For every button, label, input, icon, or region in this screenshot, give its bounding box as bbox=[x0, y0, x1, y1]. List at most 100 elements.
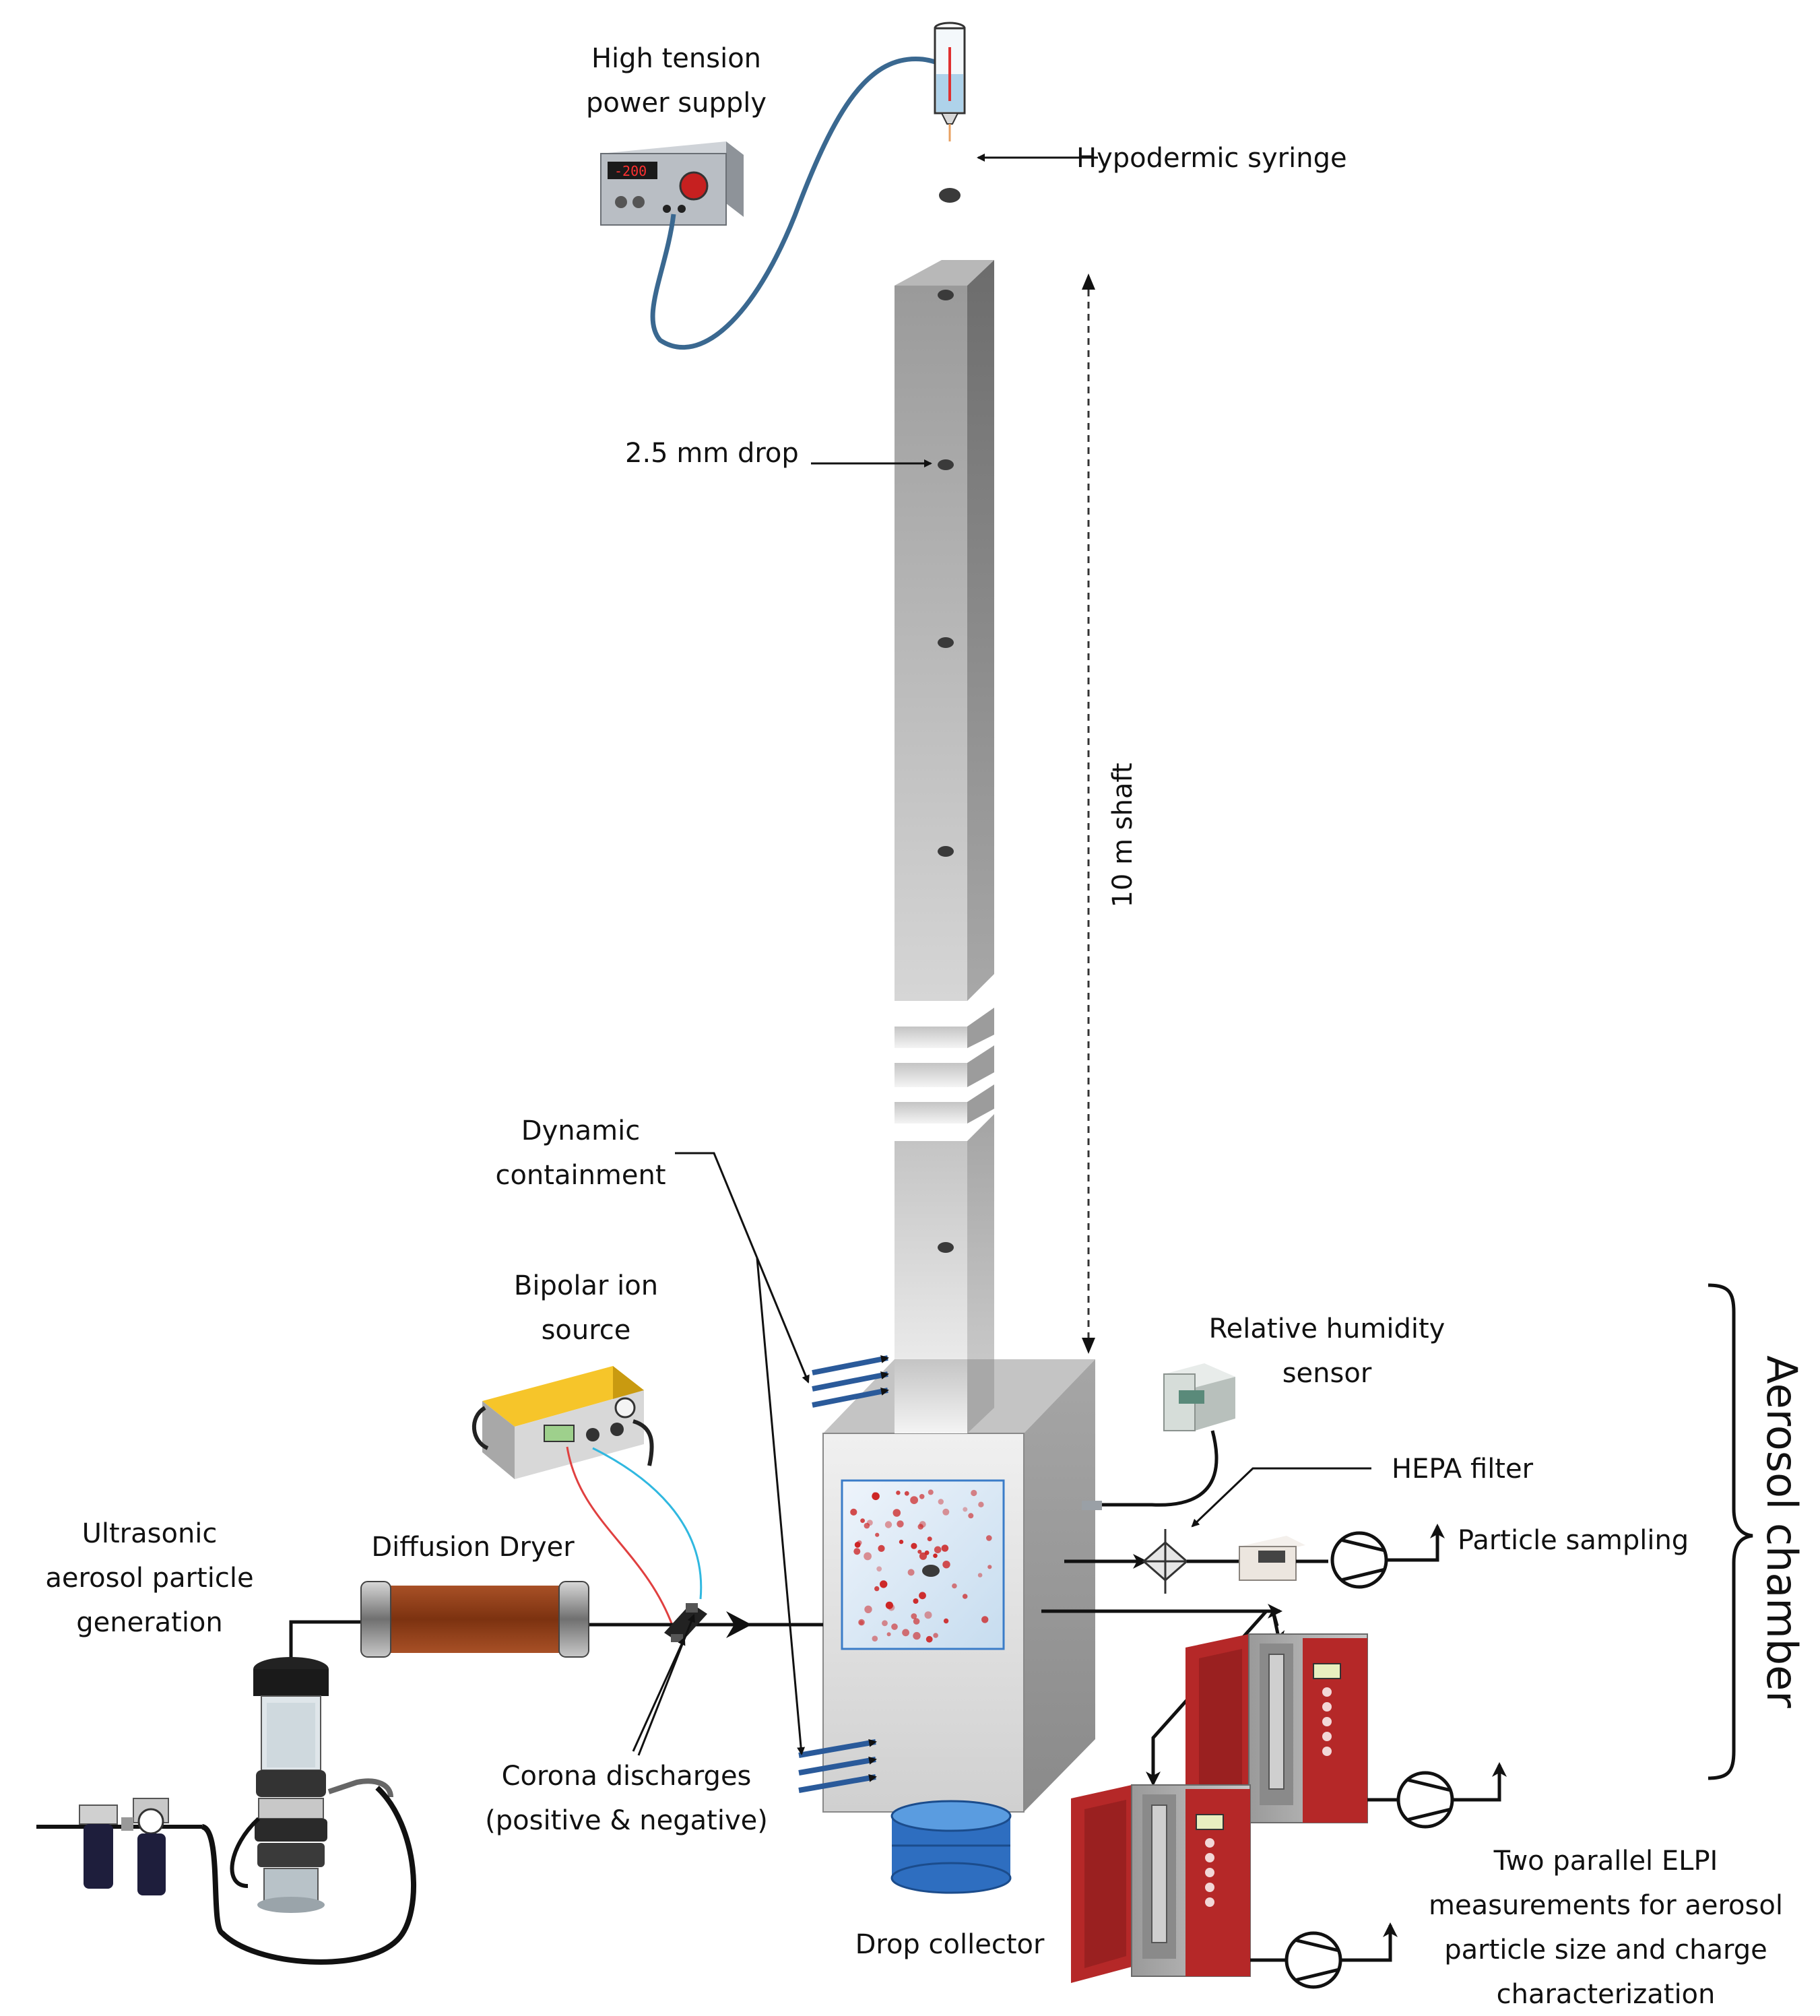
aerosol-particle bbox=[910, 1496, 918, 1505]
containment-label-line-2: containment bbox=[495, 1160, 665, 1191]
corona-pointer-2 bbox=[637, 1614, 695, 1756]
aerosol-particle bbox=[928, 1489, 934, 1495]
humidity-label-line-1: Relative humidity bbox=[1209, 1313, 1445, 1344]
aerosol-particle bbox=[854, 1542, 861, 1548]
aerosol-particle bbox=[864, 1552, 872, 1561]
aerosol-particle bbox=[872, 1635, 878, 1641]
aerosol-particle bbox=[911, 1542, 917, 1549]
humidity-probe bbox=[1082, 1501, 1102, 1510]
aerosol-particle bbox=[872, 1492, 880, 1501]
aerosol-particle bbox=[899, 1539, 904, 1544]
sampling-pump-icon bbox=[1330, 1531, 1388, 1589]
aerosol-particle bbox=[968, 1513, 974, 1519]
aerosol-chamber-brace bbox=[1708, 1283, 1753, 1780]
aerosol-particle bbox=[952, 1583, 957, 1589]
aerosol-particle bbox=[867, 1520, 873, 1526]
aerosol-particle bbox=[917, 1549, 922, 1554]
corona-label: Corona discharges (positive & negative) bbox=[485, 1761, 768, 1836]
ultrasonic-label-line-1: Ultrasonic bbox=[82, 1518, 218, 1549]
syringe-label: Hypodermic syringe bbox=[1076, 143, 1347, 174]
sampling-exhaust bbox=[1386, 1524, 1445, 1562]
elpi-label-line-1: Two parallel ELPI bbox=[1493, 1846, 1718, 1877]
aerosol-particle bbox=[872, 1492, 877, 1497]
aerosol-particle bbox=[911, 1613, 917, 1619]
corona-label-line-1: Corona discharges bbox=[502, 1761, 752, 1792]
aerosol-particle bbox=[913, 1631, 921, 1640]
humidity-sensor-cable bbox=[1094, 1430, 1218, 1507]
ion-source-label-line-2: source bbox=[542, 1315, 631, 1346]
aerosol-particle bbox=[897, 1520, 904, 1528]
elpi-upper-exhaust bbox=[1452, 1762, 1507, 1802]
aerosol-particle bbox=[942, 1561, 950, 1569]
hepa-pointer bbox=[1191, 1467, 1371, 1528]
aerosol-particle bbox=[913, 1618, 920, 1625]
diffusion-dryer bbox=[360, 1581, 589, 1658]
power-supply-label-line-1: High tension bbox=[591, 43, 761, 74]
aerosol-particle bbox=[860, 1518, 865, 1524]
aerosol-particle bbox=[886, 1632, 891, 1637]
containment-label: Dynamic containment bbox=[495, 1115, 665, 1191]
containment-inlet-arrows-bottom bbox=[798, 1738, 877, 1793]
elpi-label-line-3: particle size and charge bbox=[1444, 1934, 1767, 1965]
elpi-label-line-2: measurements for aerosol bbox=[1429, 1890, 1783, 1921]
aerosol-particle bbox=[882, 1620, 888, 1627]
aerosol-particle bbox=[864, 1605, 872, 1613]
bipolar-ion-source-device bbox=[472, 1366, 654, 1479]
ion-source-label-line-1: Bipolar ion bbox=[514, 1270, 658, 1301]
shaft-break-segments bbox=[895, 1008, 994, 1124]
aerosol-particle bbox=[977, 1573, 983, 1578]
aerosol-particle bbox=[925, 1635, 933, 1643]
corona-pointer-1 bbox=[632, 1637, 686, 1752]
aerosol-particle bbox=[934, 1546, 942, 1554]
chamber-window bbox=[841, 1479, 1005, 1650]
humidity-label: Relative humidity sensor bbox=[1209, 1313, 1445, 1389]
hepa-filter-symbol bbox=[1142, 1529, 1189, 1594]
filter-regulator bbox=[79, 1798, 169, 1895]
aerosol-particle bbox=[933, 1633, 938, 1638]
aerosol-particle bbox=[981, 1616, 989, 1623]
aerosol-particle bbox=[878, 1544, 885, 1552]
drop-shaft-upper bbox=[895, 260, 994, 1001]
aerosol-particle bbox=[962, 1594, 968, 1599]
aerosol-particle bbox=[880, 1580, 888, 1588]
ion-source-label: Bipolar ion source bbox=[514, 1270, 658, 1346]
aerosol-particle bbox=[874, 1586, 880, 1592]
aerosol-particle bbox=[919, 1552, 928, 1560]
aerosol-particles bbox=[850, 1489, 992, 1643]
aerosol-particle bbox=[876, 1566, 882, 1572]
collector-label: Drop collector bbox=[855, 1929, 1045, 1960]
drop-marker bbox=[938, 459, 954, 470]
shaft-label: 10 m shaft bbox=[1107, 762, 1138, 907]
aerosol-particle bbox=[864, 1522, 870, 1529]
aerosol-particle bbox=[943, 1618, 949, 1624]
aerosol-particle bbox=[933, 1553, 938, 1558]
ultrasonic-label-line-3: generation bbox=[76, 1607, 223, 1638]
dryer-label: Diffusion Dryer bbox=[371, 1532, 575, 1563]
elpi-label: Two parallel ELPI measurements for aeros… bbox=[1429, 1846, 1783, 2010]
aerosol-particle bbox=[917, 1524, 923, 1530]
aerosol-particle bbox=[875, 1532, 880, 1537]
power-supply-label: High tension power supply bbox=[586, 43, 767, 119]
power-display-readout: -200 bbox=[614, 163, 647, 179]
elpi-label-line-4: characterization bbox=[1497, 1979, 1716, 2010]
aerosol-particle bbox=[913, 1598, 919, 1604]
aerosol-particle bbox=[963, 1507, 968, 1512]
aerosol-particle bbox=[938, 1499, 944, 1505]
aerosol-particle bbox=[919, 1592, 926, 1600]
ultrasonic-generator bbox=[253, 1657, 393, 1913]
flow-arrow bbox=[726, 1611, 752, 1638]
aerosol-particle bbox=[858, 1619, 865, 1626]
aerosol-particle bbox=[919, 1494, 925, 1499]
aerosol-line-generator-to-dryer bbox=[289, 1620, 364, 1670]
ion-wire-negative bbox=[592, 1447, 703, 1600]
containment-pointer bbox=[675, 1152, 810, 1384]
hypodermic-syringe bbox=[934, 22, 966, 141]
aerosol-particle bbox=[942, 1508, 950, 1516]
aerosol-particle bbox=[850, 1508, 857, 1516]
ion-wire-positive bbox=[566, 1446, 675, 1629]
aerosol-particle bbox=[907, 1569, 915, 1576]
aerosol-particle bbox=[941, 1544, 949, 1552]
aerosol-particle bbox=[859, 1620, 864, 1625]
aerosol-particle bbox=[927, 1536, 932, 1542]
